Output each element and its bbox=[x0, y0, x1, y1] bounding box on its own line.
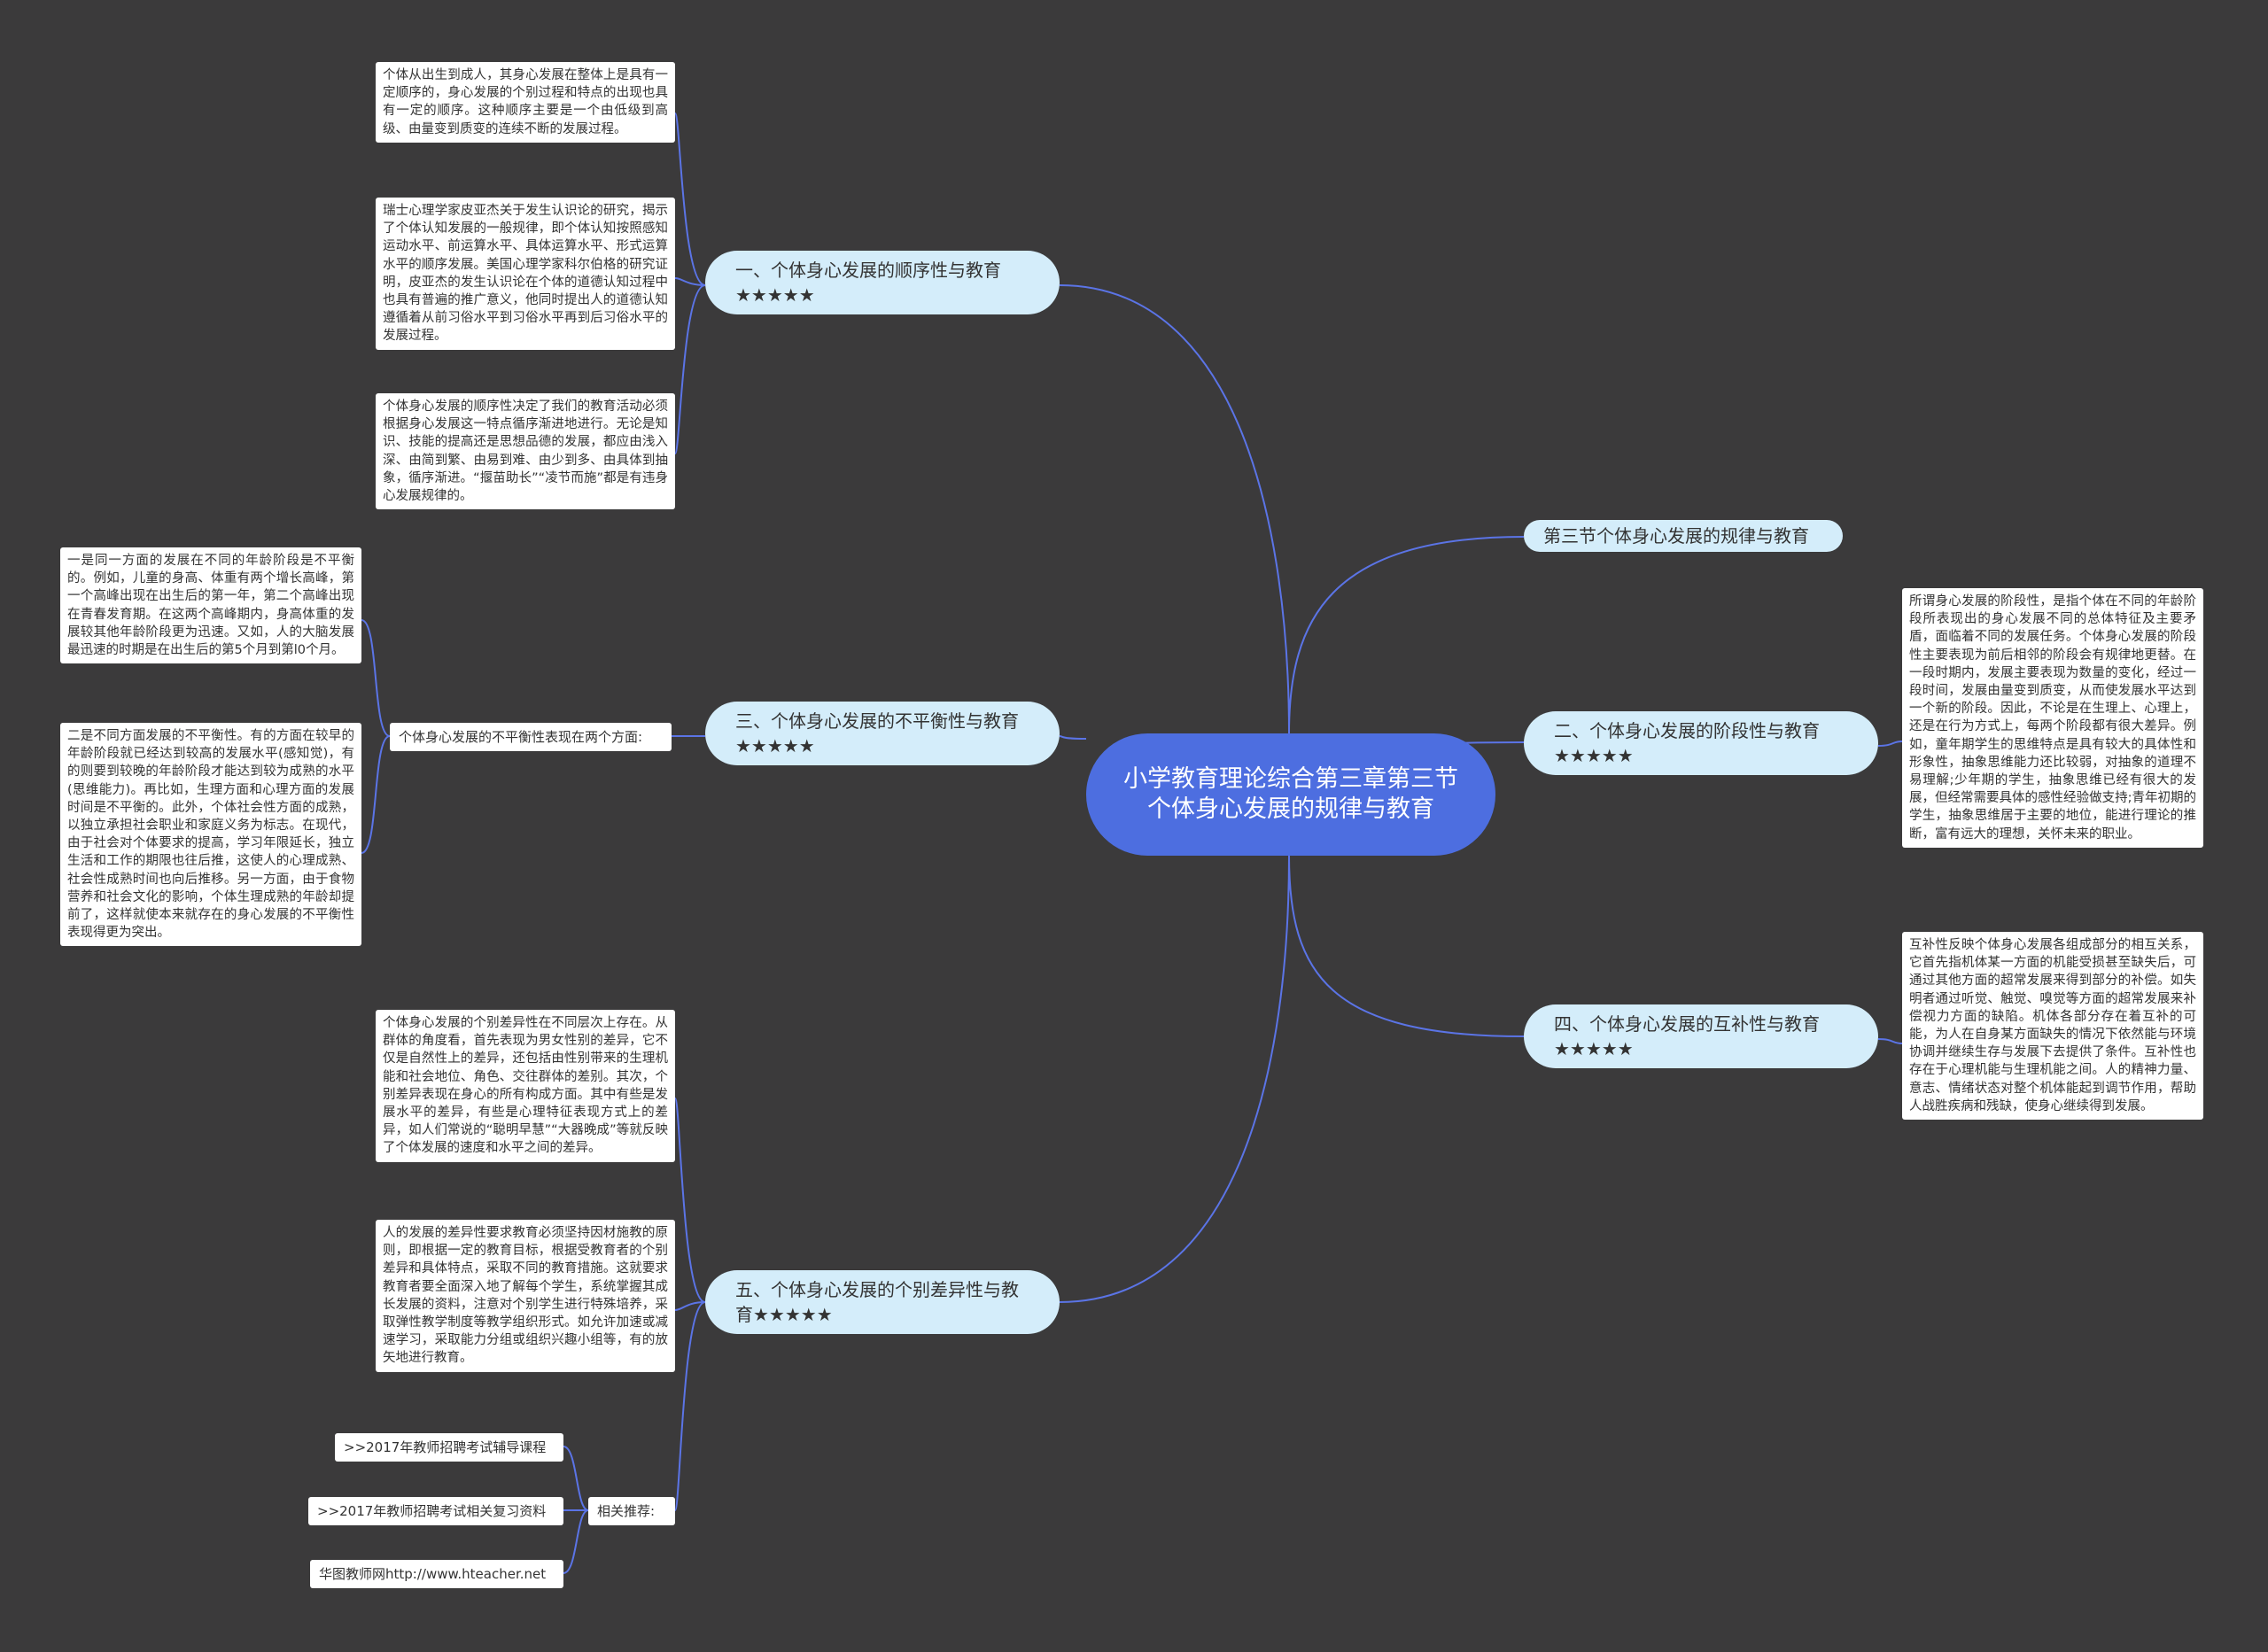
recommend-label[interactable]: 相关推荐: bbox=[588, 1497, 675, 1525]
leaf-stage-1[interactable]: 所谓身心发展的阶段性，是指个体在不同的年龄阶段所表现出的身心发展不同的总体特征及… bbox=[1902, 588, 2203, 848]
topic-imbalance[interactable]: 三、个体身心发展的不平衡性与教育★★★★★ bbox=[705, 702, 1060, 765]
leaf-imbalance-2[interactable]: 二是不同方面发展的不平衡性。有的方面在较早的年龄阶段就已经达到较高的发展水平(感… bbox=[60, 723, 361, 947]
leaf-sequence-3[interactable]: 个体身心发展的顺序性决定了我们的教育活动必须根据身心发展这一特点循序渐进地进行。… bbox=[376, 393, 675, 510]
topic-difference[interactable]: 五、个体身心发展的个别差异性与教育★★★★★ bbox=[705, 1270, 1060, 1334]
leaf-difference-2[interactable]: 人的发展的差异性要求教育必须坚持因材施教的原则，即根据一定的教育目标，根据受教育… bbox=[376, 1220, 675, 1372]
leaf-sequence-1[interactable]: 个体从出生到成人，其身心发展在整体上是具有一定顺序的，身心发展的个别过程和特点的… bbox=[376, 62, 675, 143]
leaf-imbalance-1[interactable]: 一是同一方面的发展在不同的年龄阶段是不平衡的。例如，儿童的身高、体重有两个增长高… bbox=[60, 547, 361, 664]
topic-sequence[interactable]: 一、个体身心发展的顺序性与教育★★★★★ bbox=[705, 251, 1060, 314]
topic-stage[interactable]: 二、个体身心发展的阶段性与教育★★★★★ bbox=[1524, 711, 1878, 775]
recommend-link-3[interactable]: 华图教师网http://www.hteacher.net bbox=[310, 1560, 563, 1588]
leaf-sequence-2[interactable]: 瑞士心理学家皮亚杰关于发生认识论的研究，揭示了个体认知发展的一般规律，即个体认知… bbox=[376, 198, 675, 350]
central-topic[interactable]: 小学教育理论综合第三章第三节个体身心发展的规律与教育 bbox=[1086, 733, 1495, 856]
imbalance-label[interactable]: 个体身心发展的不平衡性表现在两个方面: bbox=[390, 723, 672, 751]
leaf-complementarity-1[interactable]: 互补性反映个体身心发展各组成部分的相互关系，它首先指机体某一方面的机能受损甚至缺… bbox=[1902, 932, 2203, 1121]
leaf-difference-1[interactable]: 个体身心发展的个别差异性在不同层次上存在。从群体的角度看，首先表现为男女性别的差… bbox=[376, 1010, 675, 1162]
topic-complementarity[interactable]: 四、个体身心发展的互补性与教育★★★★★ bbox=[1524, 1004, 1878, 1068]
recommend-link-2[interactable]: >>2017年教师招聘考试相关复习资料 bbox=[308, 1497, 563, 1525]
recommend-link-1[interactable]: >>2017年教师招聘考试辅导课程 bbox=[335, 1433, 563, 1462]
topic-section[interactable]: 第三节个体身心发展的规律与教育 bbox=[1524, 520, 1843, 552]
